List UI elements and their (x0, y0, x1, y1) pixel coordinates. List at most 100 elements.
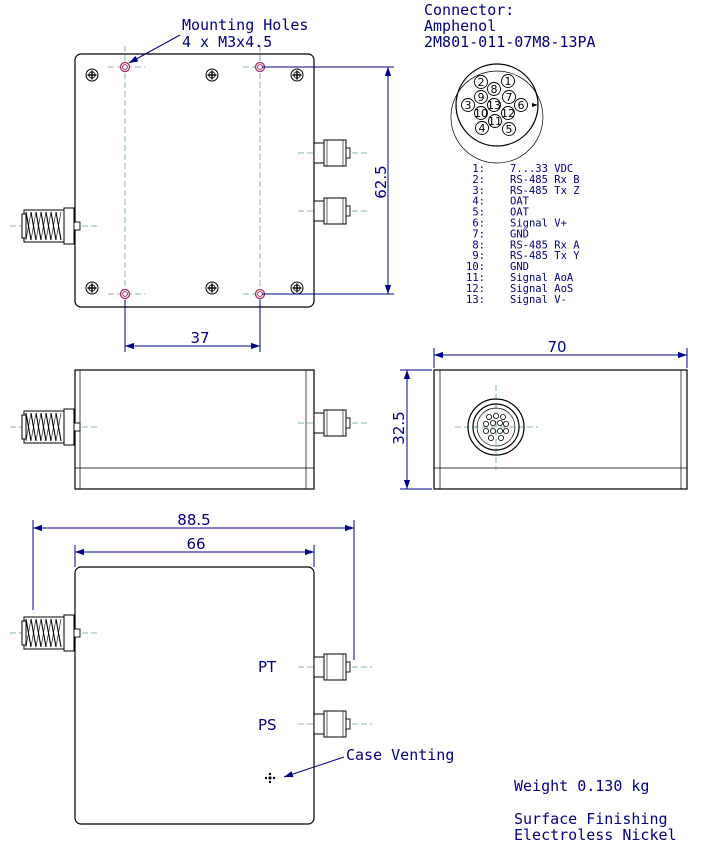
connector-pin (501, 74, 515, 88)
connector-pin-number: 9 (478, 91, 485, 104)
pinout-signal: 7...33 VDC (510, 163, 573, 175)
side-view (10, 369, 368, 490)
connector-pin (487, 434, 494, 441)
pinout-number: 1: (472, 163, 485, 175)
pinout-signal: OAT (510, 207, 530, 219)
dim-66: 66 (186, 535, 205, 553)
connector-pin (492, 412, 499, 419)
connector-pin (501, 106, 515, 120)
pressure-port-icon (313, 139, 351, 167)
top-body-outline (74, 53, 315, 308)
pinout-signal: RS-485 Rx B (510, 174, 580, 186)
screw-icon (205, 281, 219, 295)
pt-label: PT (258, 658, 277, 676)
bottom-view: PT PS Case Venting 88.5 66 (10, 511, 454, 825)
ps-label: PS (258, 716, 277, 734)
connector-pin (461, 98, 475, 112)
connector-pin (475, 121, 489, 135)
pinout-number: 3: (472, 185, 485, 197)
pinout-number: 9: (472, 250, 485, 262)
screw-icon (290, 68, 304, 82)
connector-pin (489, 419, 496, 426)
pinout-number: 2: (472, 174, 485, 186)
connector-pin (502, 420, 509, 427)
connector-pin (514, 98, 528, 112)
pinout-number: 7: (472, 228, 485, 240)
connector-pin (474, 75, 488, 89)
connector-label: Connector: (424, 1, 514, 19)
screw-icon (205, 68, 219, 82)
screw-icon (290, 281, 304, 295)
screw-icon (85, 281, 99, 295)
front-body-outline (433, 369, 688, 490)
mounting-hole-icon (119, 61, 131, 73)
connector-pin (474, 90, 488, 104)
connector-pin-number: 7 (506, 91, 513, 104)
connector-pin-number: 11 (488, 115, 502, 128)
pinout-list: 1: 7...33 VDC 2: RS-485 Rx B 3: RS-485 Tx Z 4:… (466, 163, 580, 306)
pinout-signal: GND (510, 228, 529, 240)
connector-pin (482, 420, 489, 427)
finish-note-line1: Surface Finishing (514, 810, 668, 828)
connector-pin-number: 3 (465, 99, 472, 112)
connector-pin (487, 82, 501, 96)
top-view: Mounting Holes 4 x M3x4.5 62.5 37 (10, 16, 394, 352)
front-view: 70 32.5 (390, 338, 688, 490)
pinout-signal: RS-485 Tx Y (510, 250, 580, 262)
pinout-number: 5: (472, 207, 485, 219)
pt-port-icon (313, 653, 351, 681)
finish-note-line2: Electroless Nickel (514, 826, 677, 844)
mounting-holes-title: Mounting Holes (182, 16, 308, 34)
pressure-port-icon (313, 197, 351, 225)
connector-pin (496, 419, 503, 426)
pinout-number: 10: (466, 261, 485, 273)
pinout-signal: OAT (510, 196, 530, 208)
connector-pin (485, 413, 492, 420)
main-connector-icon (21, 614, 81, 652)
dim-32-5: 32.5 (390, 411, 408, 444)
pinout-signal: RS-485 Rx A (510, 239, 580, 251)
connector-pin (497, 434, 504, 441)
connector-pin (482, 427, 489, 434)
pinout-number: 8: (472, 239, 485, 251)
side-body-outline (74, 369, 315, 490)
connector-pin (496, 427, 503, 434)
connector-pin (489, 427, 496, 434)
connector-pin (502, 122, 516, 136)
case-venting-label: Case Venting (346, 746, 454, 764)
connector-pin (502, 427, 509, 434)
dim-62-5: 62.5 (372, 165, 390, 198)
connector-pin (487, 98, 501, 112)
connector-pin-number: 10 (474, 107, 488, 120)
pinout-signal: Signal V- (510, 294, 567, 306)
pinout-signal: RS-485 Tx Z (510, 185, 580, 197)
pinout-signal: Signal V+ (510, 218, 567, 230)
connector-pin-number: 1 (505, 75, 512, 88)
connector-pin-number: 6 (518, 99, 525, 112)
mounting-hole-icon (119, 288, 131, 300)
pinout-signal: Signal AoA (510, 272, 574, 284)
mini-pin-array (482, 412, 509, 441)
connector-pin (502, 90, 516, 104)
connector-pin-number: 2 (478, 76, 485, 89)
connector-pin (474, 106, 488, 120)
connector-pin-number: 5 (506, 123, 513, 136)
pinout-signal: Signal AoS (510, 283, 573, 295)
pinout-number: 4: (472, 196, 485, 208)
screw-icon (85, 68, 99, 82)
main-connector-icon (21, 207, 81, 245)
connector-pin (488, 114, 502, 128)
weight-note: Weight 0.130 kg (514, 777, 649, 795)
dim-37: 37 (190, 329, 209, 347)
main-connector-icon (21, 408, 81, 446)
connector-pin-number: 8 (491, 83, 498, 96)
connector-pin-number: 4 (479, 122, 486, 135)
pinout-number: 6: (472, 218, 485, 230)
connector-pin-number: 13 (487, 99, 501, 112)
pinout-number: 12: (466, 283, 485, 295)
connector-part-number: 2M801-011-07M8-13PA (424, 33, 596, 51)
bottom-body-outline (74, 566, 315, 825)
